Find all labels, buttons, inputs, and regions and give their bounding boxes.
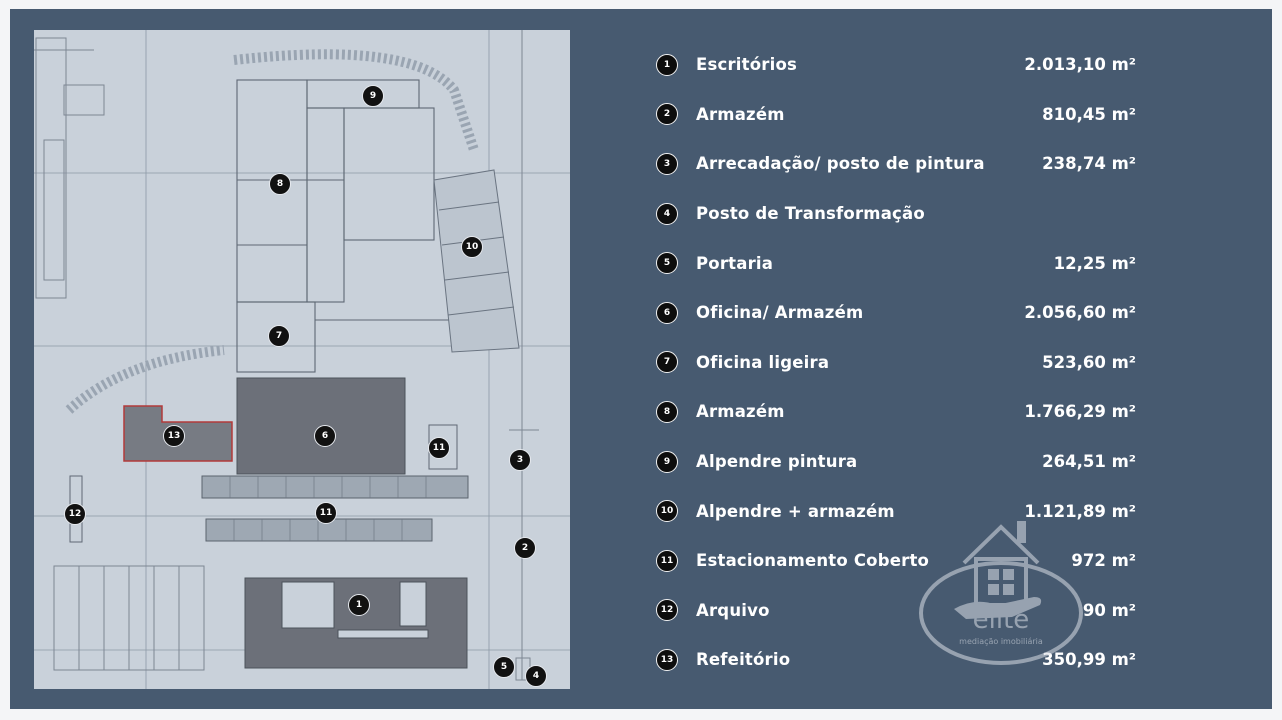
- plan-marker-12: 12: [64, 503, 86, 525]
- legend-number: 4: [656, 202, 678, 225]
- legend-item: 9 Alpendre pintura 264,51 m²: [656, 437, 1136, 487]
- plan-marker-2: 2: [514, 537, 536, 559]
- legend-item: 8 Armazém 1.766,29 m²: [656, 387, 1136, 437]
- plan-marker-11: 11: [315, 502, 337, 524]
- plan-marker-9: 9: [362, 85, 384, 107]
- legend-name: Oficina/ Armazém: [696, 303, 864, 323]
- plan-marker-6: 6: [314, 425, 336, 447]
- legend-item: 3 Arrecadação/ posto de pintura 238,74 m²: [656, 139, 1136, 189]
- legend-area: 2.056,60 m²: [1024, 303, 1136, 323]
- legend-area: 264,51 m²: [1042, 452, 1136, 472]
- plan-marker-4: 4: [525, 665, 547, 687]
- plan-marker-13: 13: [163, 425, 185, 447]
- plan-marker-10: 10: [461, 236, 483, 258]
- legend-item: 4 Posto de Transformação: [656, 189, 1136, 239]
- legend-name: Oficina ligeira: [696, 352, 830, 372]
- legend-number: 13: [656, 648, 678, 671]
- plan-marker-7: 7: [268, 325, 290, 347]
- legend-number: 5: [656, 252, 678, 275]
- legend-area: 90 m²: [1082, 600, 1136, 620]
- legend-name: Armazém: [696, 402, 785, 422]
- legend-number: 3: [656, 152, 678, 175]
- legend-name: Alpendre + armazém: [696, 501, 895, 521]
- legend-area: 2.013,10 m²: [1024, 55, 1136, 75]
- legend-name: Armazém: [696, 104, 785, 124]
- legend-name: Estacionamento Coberto: [696, 551, 930, 571]
- legend-item: 10 Alpendre + armazém 1.121,89 m²: [656, 486, 1136, 536]
- legend-item: 7 Oficina ligeira 523,60 m²: [656, 338, 1136, 388]
- legend-name: Alpendre pintura: [696, 452, 858, 472]
- legend-name: Arquivo: [696, 600, 770, 620]
- legend-name: Arrecadação/ posto de pintura: [696, 154, 985, 174]
- legend-number: 9: [656, 450, 678, 473]
- plan-marker-5: 5: [493, 656, 515, 678]
- legend-number: 7: [656, 351, 678, 374]
- legend-number: 12: [656, 599, 678, 622]
- site-plan: 9 8 10 7 6 13 11 3 12 11 2 1 5 4: [34, 30, 570, 689]
- plan-marker-1: 1: [348, 594, 370, 616]
- plan-marker-8: 8: [269, 173, 291, 195]
- legend-area: 810,45 m²: [1042, 104, 1136, 124]
- legend-area: 350,99 m²: [1042, 650, 1136, 670]
- plan-marker-11-small: 11: [428, 437, 450, 459]
- legend-area: 238,74 m²: [1042, 154, 1136, 174]
- legend-number: 8: [656, 400, 678, 423]
- legend-number: 6: [656, 301, 678, 324]
- legend-number: 2: [656, 103, 678, 126]
- site-plan-drawing: [34, 30, 570, 689]
- legend-name: Refeitório: [696, 650, 791, 670]
- legend-area: 523,60 m²: [1042, 352, 1136, 372]
- plan-marker-3: 3: [509, 449, 531, 471]
- legend-area: 1.121,89 m²: [1024, 501, 1136, 521]
- elite-watermark: elite mediação imobiliária: [916, 513, 1086, 673]
- legend-item: 1 Escritórios 2.013,10 m²: [656, 40, 1136, 90]
- legend-name: Portaria: [696, 253, 774, 273]
- house-hand-icon: [919, 521, 1083, 665]
- slide-frame: 9 8 10 7 6 13 11 3 12 11 2 1 5 4 1 Escrit…: [10, 9, 1272, 709]
- watermark-brand: elite: [972, 605, 1030, 635]
- legend-item: 6 Oficina/ Armazém 2.056,60 m²: [656, 288, 1136, 338]
- legend-area: 1.766,29 m²: [1024, 402, 1136, 422]
- watermark-tagline: mediação imobiliária: [959, 637, 1043, 646]
- legend-number: 1: [656, 53, 678, 76]
- legend-area: 12,25 m²: [1053, 253, 1136, 273]
- legend-item: 5 Portaria 12,25 m²: [656, 238, 1136, 288]
- legend-item: 11 Estacionamento Coberto 972 m²: [656, 536, 1136, 586]
- legend-name: Escritórios: [696, 55, 798, 75]
- legend-number: 11: [656, 549, 678, 572]
- legend-name: Posto de Transformação: [696, 204, 925, 224]
- legend-item: 2 Armazém 810,45 m²: [656, 90, 1136, 140]
- legend-area: 972 m²: [1071, 551, 1136, 571]
- legend-item: 13 Refeitório 350,99 m²: [656, 635, 1136, 685]
- legend-number: 10: [656, 500, 678, 523]
- legend-item: 12 Arquivo 90 m²: [656, 586, 1136, 636]
